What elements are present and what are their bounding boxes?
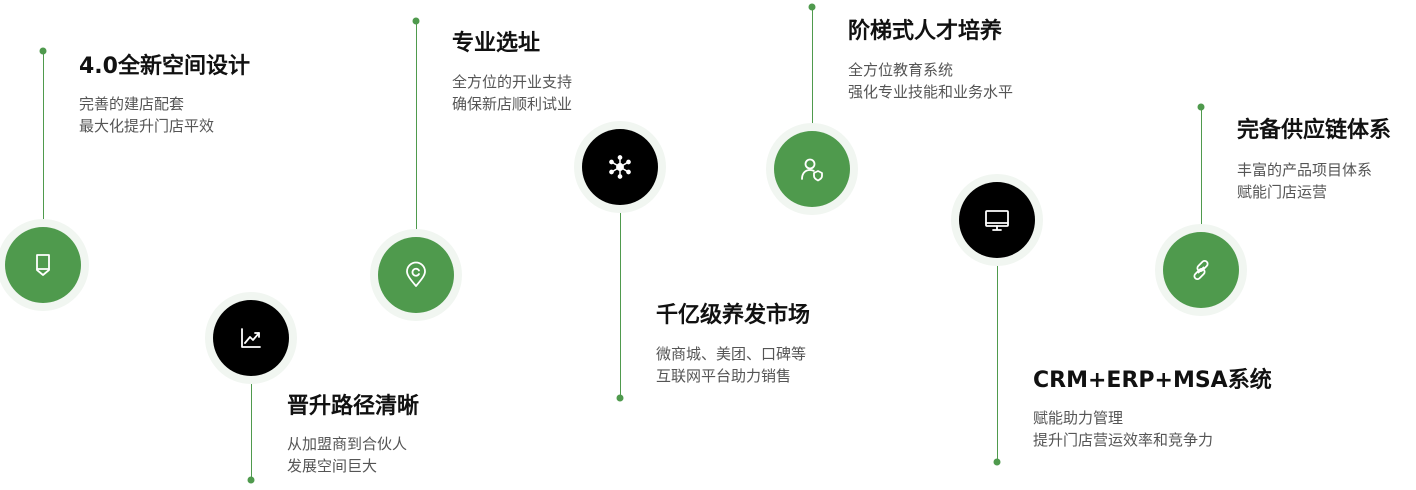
- feature-title: CRM+ERP+MSA系统: [1033, 368, 1272, 393]
- feature-icon-circle: [774, 131, 850, 207]
- tag-icon: [36, 254, 50, 276]
- feature-icon-circle: [582, 129, 658, 205]
- feature-description-line: 提升门店营运效率和竞争力: [1033, 431, 1214, 449]
- feature-description: 微商城、美团、口碑等 互联网平台助力销售: [656, 343, 806, 387]
- user-shield-icon: [801, 158, 823, 182]
- connector-dot: [412, 17, 420, 25]
- feature-description-line: 赋能门店运营: [1237, 183, 1328, 201]
- link-icon: [1193, 259, 1209, 281]
- network-icon: [609, 155, 631, 179]
- feature-icon-circle: [959, 182, 1035, 258]
- feature-title: 阶梯式人才培养: [848, 19, 1003, 44]
- feature-icon-circle: [213, 300, 289, 376]
- connector-line: [997, 220, 998, 462]
- feature-title: 晋升路径清晰: [287, 394, 420, 419]
- connector-dot: [808, 3, 816, 11]
- feature-description-line: 微商城、美团、口碑等: [656, 345, 807, 363]
- feature-description-line: 从加盟商到合伙人: [287, 435, 408, 453]
- feature-description-line: 确保新店顺利试业: [452, 95, 573, 113]
- feature-description: 丰富的产品项目体系 赋能门店运营: [1237, 159, 1372, 203]
- feature-description: 从加盟商到合伙人 发展空间巨大: [287, 433, 407, 477]
- connector-dot: [1197, 103, 1205, 111]
- feature-description-line: 发展空间巨大: [287, 457, 378, 475]
- feature-description: 全方位的开业支持 确保新店顺利试业: [452, 71, 572, 115]
- feature-description-line: 全方位教育系统: [848, 61, 954, 79]
- connector-dot: [247, 476, 255, 484]
- connector-line: [620, 167, 621, 398]
- feature-description: 完善的建店配套 最大化提升门店平效: [79, 93, 214, 137]
- connector-line: [812, 7, 813, 132]
- feature-description-line: 互联网平台助力销售: [656, 367, 792, 385]
- trend-chart-icon: [241, 328, 261, 348]
- connector-dot: [993, 458, 1001, 466]
- feature-description: 赋能助力管理 提升门店营运效率和竞争力: [1033, 407, 1213, 451]
- feature-title: 千亿级养发市场: [656, 303, 811, 328]
- connector-dot: [39, 47, 47, 55]
- feature-title: 4.0全新空间设计: [79, 54, 250, 79]
- monitor-icon: [985, 210, 1009, 231]
- location-pin-icon: [406, 261, 426, 287]
- feature-description-line: 赋能助力管理: [1033, 409, 1124, 427]
- feature-icon-circle: [5, 227, 81, 303]
- feature-description-line: 完善的建店配套: [79, 95, 185, 113]
- feature-description-line: 最大化提升门店平效: [79, 117, 215, 135]
- feature-icon-circle: [378, 237, 454, 313]
- feature-description-line: 全方位的开业支持: [452, 73, 573, 91]
- feature-title: 专业选址: [452, 31, 541, 56]
- feature-icon-circle: [1163, 232, 1239, 308]
- connector-dot: [616, 394, 624, 402]
- connector-line: [43, 51, 44, 229]
- feature-title: 完备供应链体系: [1237, 118, 1392, 143]
- connector-line: [1201, 107, 1202, 232]
- feature-description-line: 丰富的产品项目体系: [1237, 161, 1373, 179]
- connector-line: [251, 338, 252, 480]
- feature-description: 全方位教育系统 强化专业技能和业务水平: [848, 59, 1013, 103]
- connector-line: [416, 21, 417, 239]
- feature-description-line: 强化专业技能和业务水平: [848, 83, 1014, 101]
